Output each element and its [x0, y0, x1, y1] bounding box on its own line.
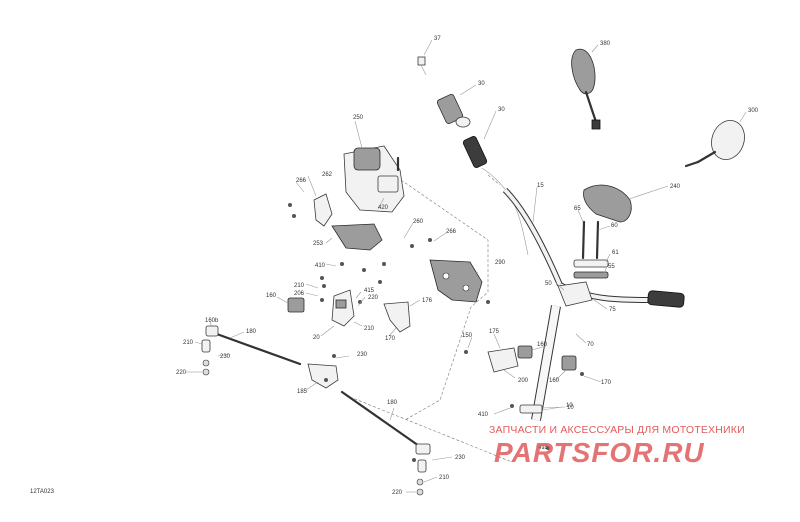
grip-part: [436, 94, 471, 128]
screw-part: [417, 56, 427, 76]
callout-label: 250: [353, 115, 364, 121]
callout-label: 160: [266, 293, 277, 299]
diagram-reference-code: 12TA023: [30, 489, 54, 495]
callout-label: 150: [462, 333, 473, 339]
callout-label: 220: [392, 490, 403, 496]
drop-arm-part: [307, 363, 339, 389]
tie-rod-lower-part: [340, 390, 431, 496]
callout-label: 220: [368, 295, 379, 301]
bracket-262-part: [313, 193, 333, 227]
callout-label: 300: [748, 108, 759, 114]
pivot-arm-part: [331, 289, 355, 327]
hardware-fasteners: [288, 203, 584, 462]
callout-label: 266: [446, 229, 457, 235]
callout-label: 180: [387, 400, 398, 406]
callout-label: 15: [537, 183, 544, 189]
callout-label: 70: [587, 342, 594, 348]
callout-label: 230: [455, 455, 466, 461]
callout-label: 415: [364, 288, 375, 294]
mirror-right-part: [684, 120, 745, 168]
callout-label: 175: [489, 329, 500, 335]
callout-label: 380: [600, 41, 611, 47]
bracket-176-part: [383, 301, 411, 333]
bushing-left-part: [287, 297, 305, 313]
callout-label: 180: [246, 329, 257, 335]
lower-bracket-part: [487, 345, 577, 373]
mirror-left-part: [571, 48, 601, 130]
callout-label: 415: [538, 445, 549, 451]
callout-label: 10: [567, 405, 574, 411]
heated-grip-part: [462, 136, 488, 168]
callout-label: 20: [313, 335, 320, 341]
callout-label: 253: [313, 241, 324, 247]
callout-label: 260: [413, 219, 424, 225]
callout-label: 262: [322, 172, 333, 178]
callout-label: 210: [294, 283, 305, 289]
callout-label: 160b: [205, 318, 219, 324]
watermark-brand-logo: PARTSFOR.RU: [494, 437, 705, 468]
callout-label: 206: [294, 291, 305, 297]
callout-label: 230: [220, 354, 231, 360]
watermark-caption: ЗАПЧАСТИ И АКСЕССУАРЫ ДЛЯ МОТОТЕХНИКИ: [489, 424, 745, 436]
callout-label: 176: [422, 298, 433, 304]
callout-label: 185: [297, 389, 308, 395]
tie-rod-upper-part: [201, 325, 302, 376]
callout-label: 65: [574, 206, 581, 212]
callout-label: 61: [612, 250, 619, 256]
callout-label: 30: [478, 81, 485, 87]
callout-label: 290: [495, 260, 506, 266]
clamp-part: [557, 220, 609, 307]
support-bracket-part: [429, 259, 483, 303]
callout-label: 37: [434, 36, 441, 42]
power-steering-unit-part: [343, 145, 405, 213]
steering-column-part: [519, 305, 561, 421]
callout-labels: 37 30 30 380 300 250 15 240 266 262 420 …: [176, 36, 759, 496]
callout-label: 220: [176, 370, 187, 376]
callout-label: 10: [566, 403, 573, 409]
callout-label: 200: [518, 378, 529, 384]
callout-label: 75: [609, 307, 616, 313]
callout-label: 410: [315, 263, 326, 269]
callout-label: 160: [549, 378, 560, 384]
handlebar-cover-part: [583, 184, 632, 223]
callout-label: 266: [296, 178, 307, 184]
callout-label: 160: [537, 342, 548, 348]
callout-label: 210: [439, 475, 450, 481]
callout-label: 170: [385, 336, 396, 342]
callout-label: 210: [364, 326, 375, 332]
callout-label: 210: [183, 340, 194, 346]
callout-label: 30: [498, 107, 505, 113]
callout-label: 240: [670, 184, 681, 190]
callout-label: 55: [608, 264, 615, 270]
callout-label: 50: [545, 281, 552, 287]
callout-label: 170: [601, 380, 612, 386]
callout-label: 410: [478, 412, 489, 418]
bracket-253-part: [331, 223, 383, 251]
assembly-boundary: [371, 159, 489, 421]
callout-label: 60: [611, 223, 618, 229]
callout-label: 420: [378, 205, 389, 211]
callout-label: 230: [357, 352, 368, 358]
